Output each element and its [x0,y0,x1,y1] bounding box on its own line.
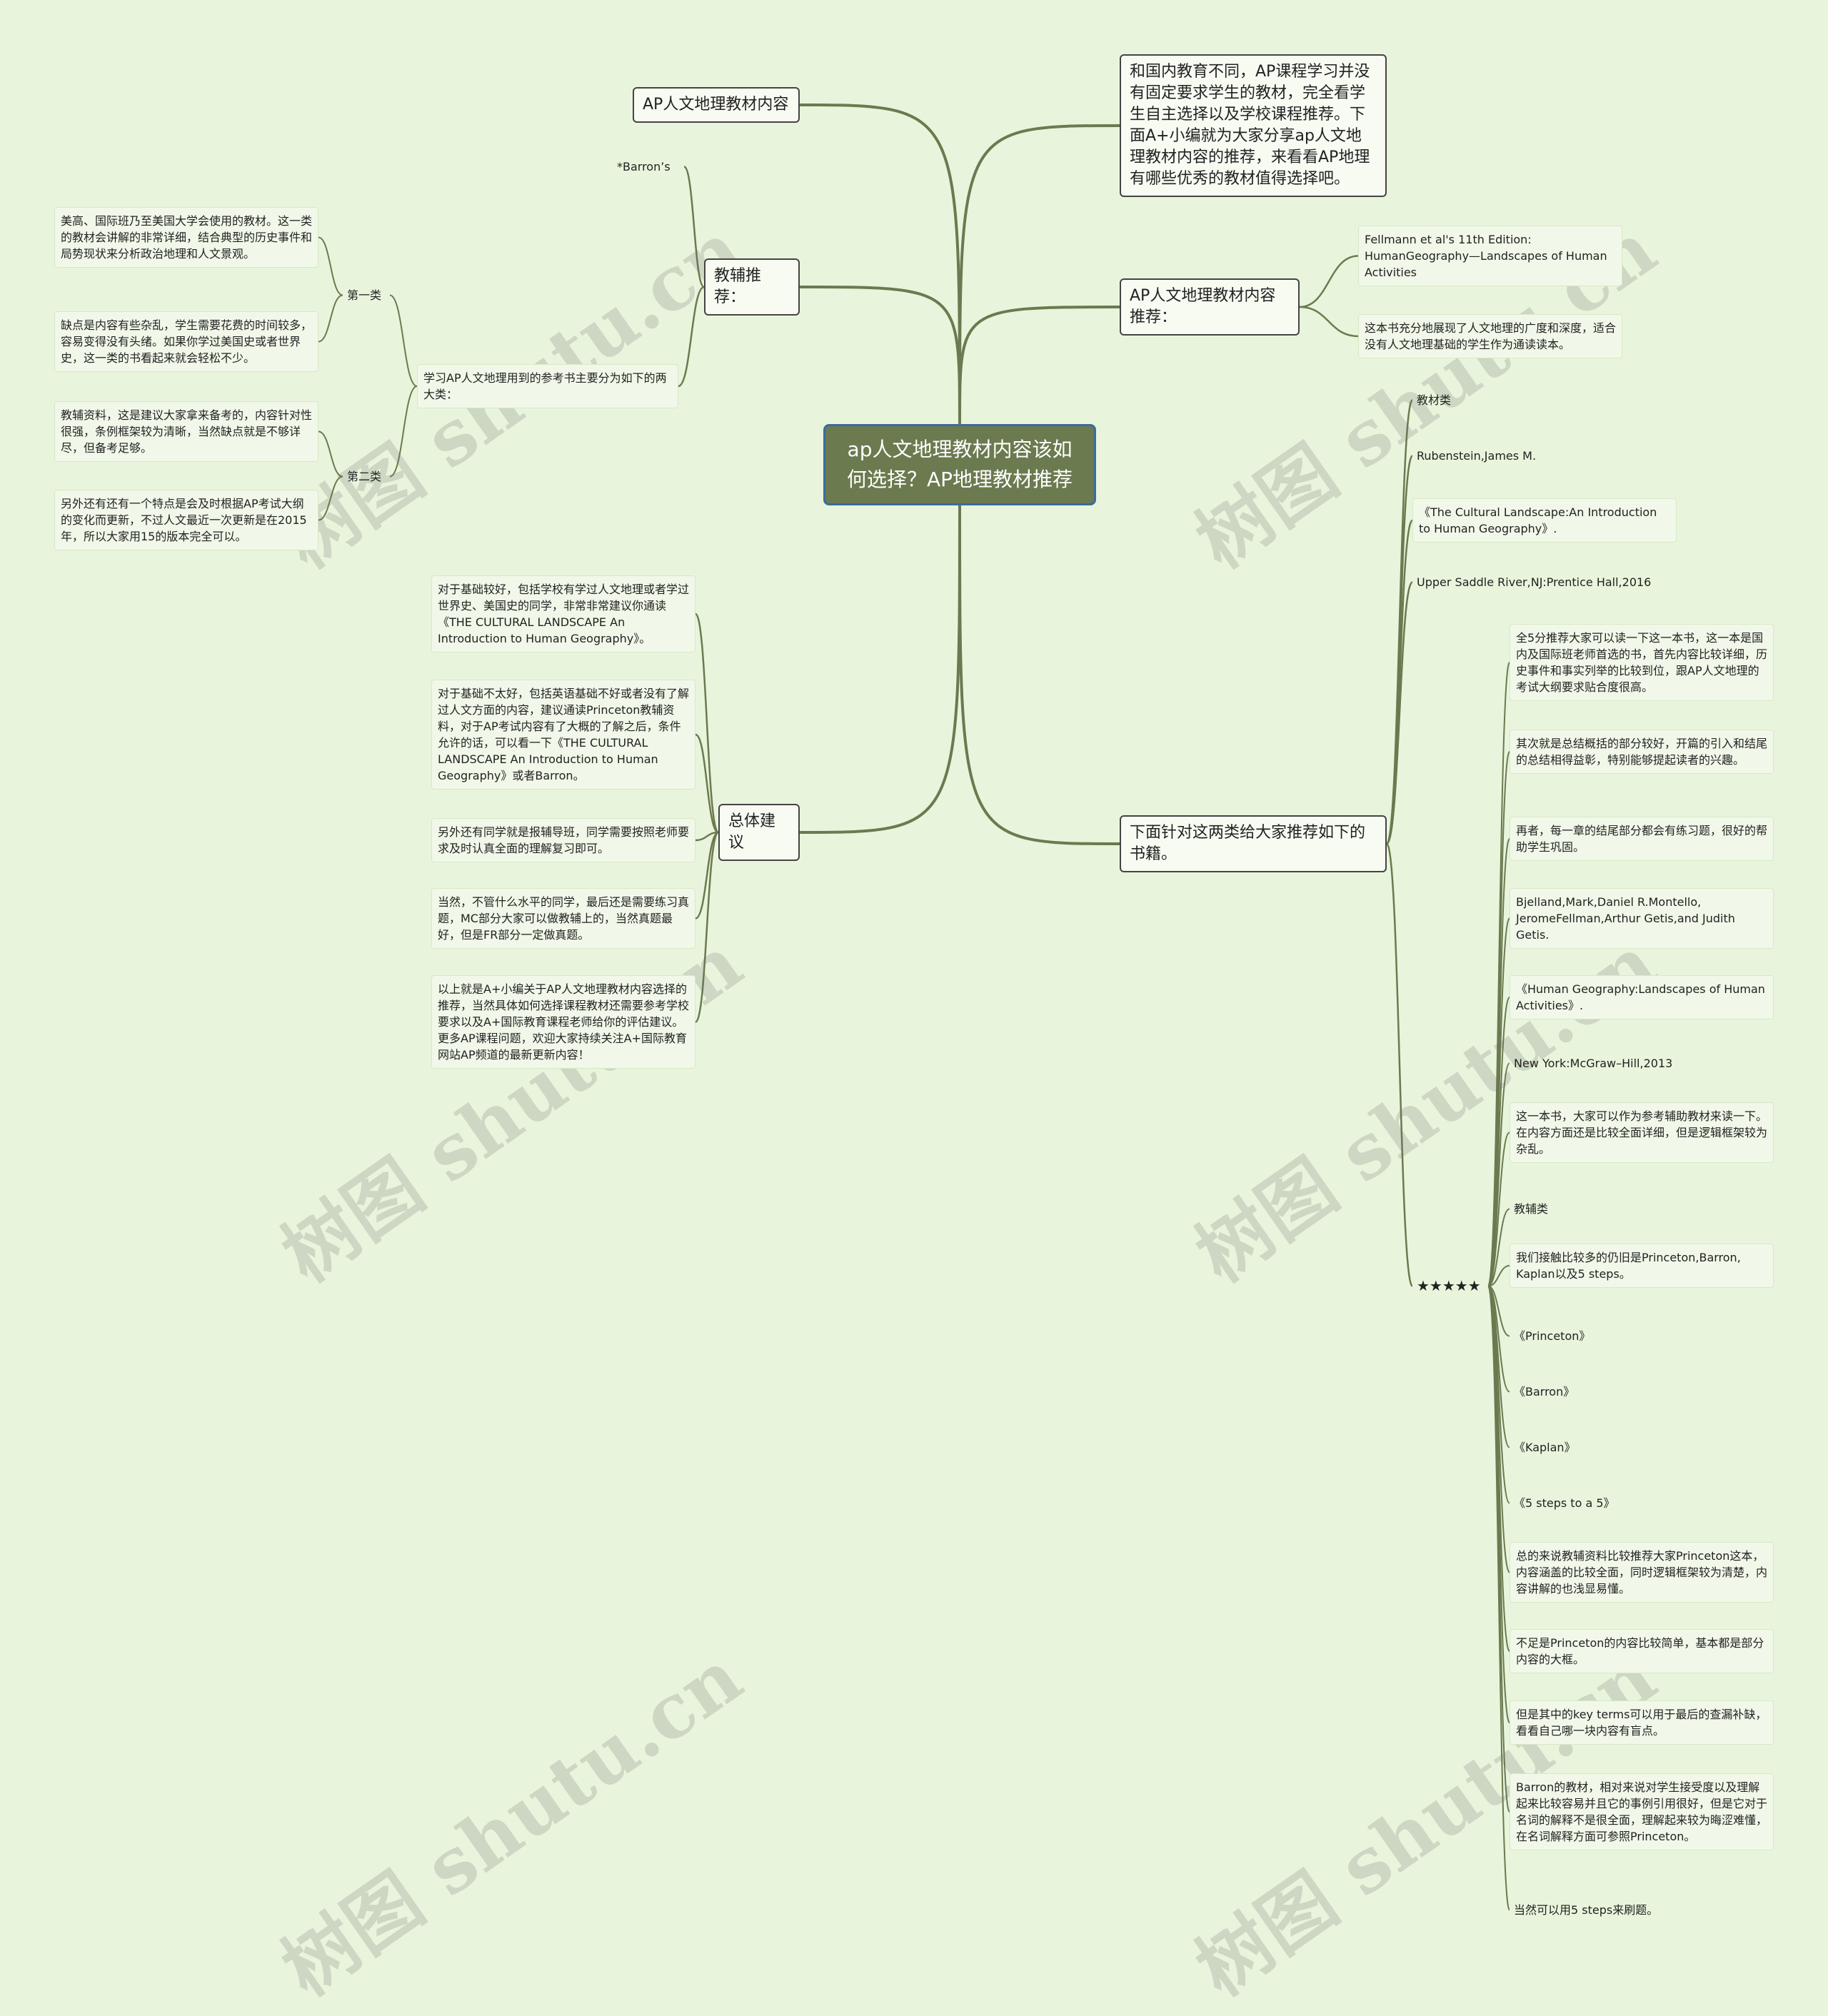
connector-line [1487,1208,1510,1287]
star-item[interactable]: 《Princeton》 [1514,1329,1591,1343]
connector-line [678,286,705,388]
advice-item[interactable]: 对于基础较好，包括学校有学过人文地理或者学过世界史、美国史的同学，非常非常建议你… [431,575,695,652]
category-2-label[interactable]: 第二类 [347,470,382,483]
star-item[interactable]: 但是其中的key terms可以用于最后的查漏补缺，看看自己哪一块内容有盲点。 [1510,1700,1774,1745]
star-item[interactable]: 当然可以用5 steps来刷题。 [1514,1903,1659,1917]
connector-line [1385,581,1414,845]
connector-line [799,286,961,425]
connector-line [1385,842,1414,1287]
root-topic[interactable]: ap人文地理教材内容该如何选择？AP地理教材推荐 [823,424,1096,505]
book-item[interactable]: Upper Saddle River,NJ:Prentice Hall,2016 [1417,575,1652,589]
connector-line [318,430,343,478]
book-item[interactable]: 《The Cultural Landscape:An Introduction … [1412,498,1677,543]
connector-line [1299,306,1359,338]
connector-line [389,385,418,478]
connector-line [389,294,418,387]
connector-line [1487,1062,1510,1287]
star-item[interactable]: 总的来说教辅资料比较推荐大家Princeton这本，内容涵盖的比较全面，同时逻辑… [1510,1542,1774,1603]
connector-line [1487,1265,1510,1287]
book-item[interactable]: 教材类 [1417,393,1452,407]
topic-intro[interactable]: 和国内教育不同，AP课程学习并没有固定要求学生的教材，完全看学生自主选择以及学校… [1120,54,1387,197]
connector-line [1385,455,1414,845]
star-item[interactable]: 教辅类 [1514,1202,1549,1216]
connector-line [1487,662,1510,1287]
advice-item[interactable]: 以上就是A+小编关于AP人文地理教材内容选择的推荐，当然具体如何选择课程教材还需… [431,975,695,1069]
category-2-item[interactable]: 另外还有还有一个特点是会及时根据AP考试大纲的变化而更新，不过人文最近一次更新是… [54,490,318,550]
star-item[interactable]: 《Kaplan》 [1514,1441,1576,1454]
star-item[interactable]: 《Human Geography:Landscapes of Human Act… [1510,975,1774,1019]
connector-line [318,294,343,343]
category-1-item[interactable]: 缺点是内容有些杂乱，学生需要花费的时间较多，容易变得没有头绪。如果你学过美国史或… [54,311,318,372]
category-2-item[interactable]: 教辅资料，这是建议大家拿来备考的，内容针对性很强，条例框架较为清晰，当然缺点就是… [54,401,318,462]
category-1-item[interactable]: 美高、国际班乃至美国大学会使用的教材。这一类的教材会讲解的非常详细，结合典型的历… [54,207,318,268]
topic-content-title[interactable]: AP人文地理教材内容 [633,87,800,123]
connector-line [799,104,961,425]
topic-recommend[interactable]: AP人文地理教材内容推荐： [1120,278,1300,336]
book-item[interactable]: Rubenstein,James M. [1417,449,1537,463]
connector-line [1299,255,1359,308]
connector-line [958,306,1120,425]
aux-intro-text[interactable]: 学习AP人文地理用到的参考书主要分为如下的两大类： [417,364,678,408]
star-item[interactable]: 《5 steps to a 5》 [1514,1496,1615,1510]
star-item[interactable]: 再者，每一章的结尾部分都会有练习题，很好的帮助学生巩固。 [1510,817,1774,861]
connector-line [318,236,343,296]
recommend-item[interactable]: 这本书充分地展现了人文地理的广度和深度，适合没有人文地理基础的学生作为通读读本。 [1358,314,1622,358]
recommend-item[interactable]: Fellmann et al's 11th Edition: HumanGeog… [1358,226,1622,286]
connector-line [799,505,961,834]
connector-line [958,505,1120,845]
star-item[interactable]: 其次就是总结概括的部分较好，开篇的引入和结尾的总结相得益彰，特别能够提起读者的兴… [1510,730,1774,774]
star-item[interactable]: 不足是Princeton的内容比较简单，基本都是部分内容的大框。 [1510,1629,1774,1673]
connector-line [695,831,719,919]
category-1-label[interactable]: 第一类 [347,288,382,302]
topic-aux-recommend[interactable]: 教辅推荐： [704,258,800,316]
advice-item[interactable]: 对于基础不太好，包括英语基础不好或者没有了解过人文方面的内容，建议通读Princ… [431,680,695,790]
connector-line [683,166,705,288]
connector-line [318,475,343,521]
star-item[interactable]: 《Barron》 [1514,1385,1575,1398]
star-item[interactable]: 全5分推荐大家可以读一下这一本书，这一本是国内及国际班老师首选的书，首先内容比较… [1510,624,1774,701]
star-item[interactable]: 我们接触比较多的仍旧是Princeton,Barron, Kaplan以及5 s… [1510,1244,1774,1288]
star-item[interactable]: 这一本书，大家可以作为参考辅助教材来读一下。在内容方面还是比较全面详细，但是逻辑… [1510,1102,1774,1163]
star-item[interactable]: Bjelland,Mark,Daniel R.Montello, JeromeF… [1510,888,1774,949]
connector-line [694,831,720,1023]
connector-line [1487,1132,1510,1287]
connector-line [1487,1285,1510,1911]
connector-line [1487,1285,1510,1337]
star-item[interactable]: New York:McGraw–Hill,2013 [1514,1057,1673,1070]
connector-line [958,124,1120,425]
topic-books[interactable]: 下面针对这两类给大家推荐如下的书籍。 [1120,815,1387,872]
advice-item[interactable]: 另外还有同学就是报辅导班，同学需要按照老师要求及时认真全面的理解复习即可。 [431,818,695,862]
connector-line [695,831,719,842]
connector-line [695,733,719,834]
connector-line [1385,519,1414,845]
star-item[interactable]: Barron的教材，相对来说对学生接受度以及理解起来比较容易并且它的事例引用很好… [1510,1773,1774,1850]
connector-line [694,613,720,834]
barron-label[interactable]: *Barron’s [617,160,671,173]
topic-overall-advice[interactable]: 总体建议 [718,804,800,861]
connector-line [1487,1285,1510,1723]
five-star-label[interactable]: ★★★★★ [1417,1277,1481,1294]
advice-item[interactable]: 当然，不管什么水平的同学，最后还是需要练习真题，MC部分大家可以做教辅上的，当然… [431,888,695,949]
